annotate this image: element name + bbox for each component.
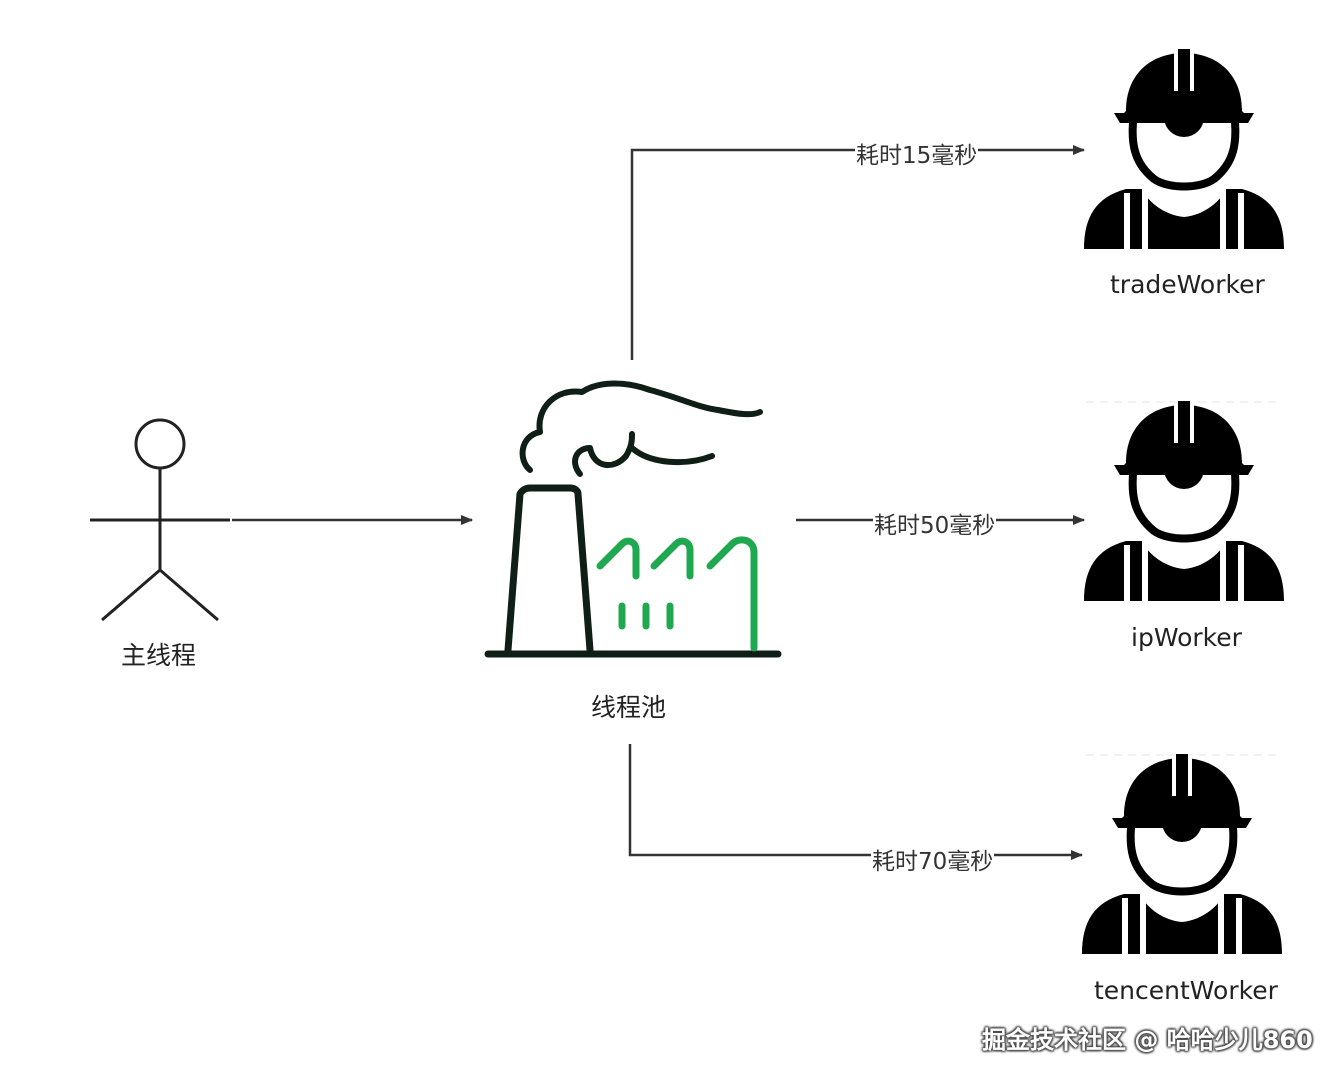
tencent-worker-label: tencentWorker: [1094, 976, 1278, 1005]
worker-helmet-icon: [1082, 754, 1282, 956]
watermark: 掘金技术社区 @ 哈哈少儿860: [982, 1026, 1313, 1054]
factory-icon: [484, 380, 782, 658]
edge-label-trade: 耗时15毫秒: [855, 136, 979, 170]
worker-helmet-icon: [1084, 401, 1284, 603]
edges: [232, 145, 1085, 860]
edge-label-tencent: 耗时70毫秒: [871, 842, 995, 876]
ip-worker-label: ipWorker: [1131, 623, 1242, 652]
edge-label-ip: 耗时50毫秒: [873, 506, 997, 540]
edge-pool-to-trade: [630, 145, 1085, 360]
trade-worker-label: tradeWorker: [1110, 270, 1265, 299]
worker-helmet-icon: [1084, 49, 1284, 251]
edge-pool-to-tencent: [628, 744, 1083, 860]
stick-figure-icon: [90, 418, 230, 622]
thread-pool-label: 线程池: [591, 693, 667, 722]
main-thread-label: 主线程: [121, 641, 197, 670]
